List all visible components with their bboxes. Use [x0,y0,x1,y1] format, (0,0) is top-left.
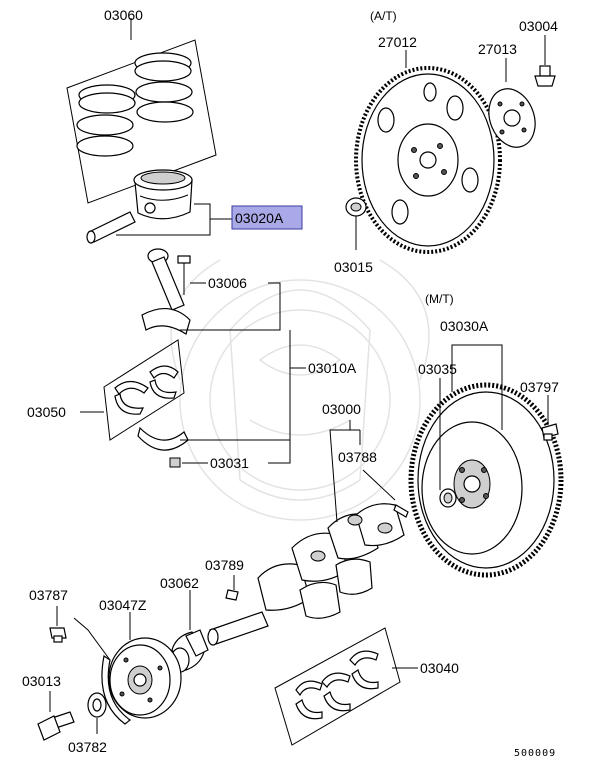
label-03060[interactable]: 03060 [104,7,143,23]
label-03797[interactable]: 03797 [520,379,559,395]
dowel-pin-03788 [362,469,409,518]
drive-plate-27012 [354,50,502,254]
woodruff-key-03789 [225,575,239,601]
piston-ring-set [66,18,217,204]
label-03020A[interactable]: 03020A [235,210,284,226]
label-03030A[interactable]: 03030A [440,318,489,334]
label-at: (A/T) [370,9,397,23]
label-03047Z[interactable]: 03047Z [99,597,147,613]
bolt-03787 [49,606,67,643]
flywheel-03030A [408,344,564,578]
label-03782[interactable]: 03782 [68,739,107,755]
spacer-03015 [345,197,367,250]
label-03040[interactable]: 03040 [420,660,459,676]
highlight-box-03020A [231,205,303,230]
label-03013[interactable]: 03013 [22,673,61,689]
label-03031[interactable]: 03031 [210,455,249,471]
connecting-rod [141,248,281,335]
washer-03782 [87,692,107,734]
diagram-code: 500009 [514,748,556,759]
label-27012[interactable]: 27012 [378,34,417,50]
watermark-emblem [170,259,430,521]
rod-cap [137,330,306,468]
bolt-03797 [541,395,559,441]
label-03035[interactable]: 03035 [418,361,457,377]
bolt-03013 [37,691,75,741]
label-mt: (M/T) [425,292,454,306]
piston [86,169,232,244]
label-03062[interactable]: 03062 [160,575,199,591]
label-03000[interactable]: 03000 [322,401,361,417]
crankshaft [207,420,405,646]
label-03015[interactable]: 03015 [334,259,373,275]
label-03787[interactable]: 03787 [29,587,68,603]
label-03050[interactable]: 03050 [27,404,66,420]
label-03789[interactable]: 03789 [205,557,244,573]
label-03004[interactable]: 03004 [519,18,558,34]
main-bearing-set [274,627,418,746]
crank-sprocket-03062 [170,590,209,673]
bolt-03004 [534,35,556,87]
label-27013[interactable]: 27013 [478,41,517,57]
rod-bearing-set [80,339,185,441]
damper-pulley-03047Z [73,612,182,725]
label-03010A[interactable]: 03010A [308,360,357,376]
label-03788[interactable]: 03788 [338,449,377,465]
adapter-plate-27013 [488,58,536,148]
label-03006[interactable]: 03006 [208,275,247,291]
